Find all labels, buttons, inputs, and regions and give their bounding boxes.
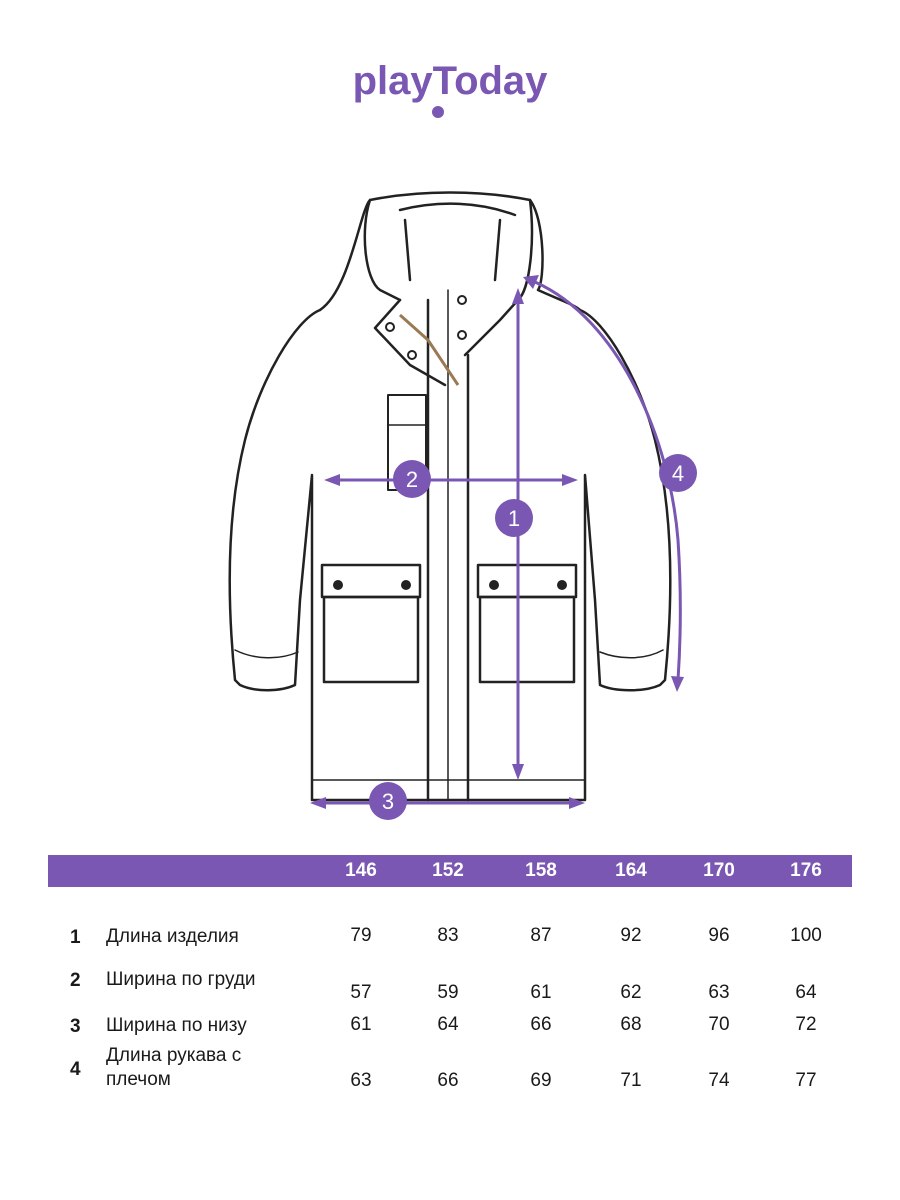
row-label: Ширина по груди — [106, 969, 256, 990]
table-cell: 61 — [530, 982, 552, 1003]
row-number: 1 — [70, 927, 81, 948]
table-cell: 69 — [530, 1070, 552, 1091]
marker-2: 2 — [393, 460, 431, 498]
table-cell: 83 — [437, 925, 459, 946]
marker-3: 3 — [369, 782, 407, 820]
size-header-158: 158 — [525, 860, 557, 881]
table-cell: 66 — [437, 1070, 459, 1091]
marker-3-label: 3 — [382, 789, 394, 814]
table-cell: 70 — [708, 1014, 730, 1035]
table-cell: 71 — [620, 1070, 642, 1091]
marker-4: 4 — [659, 454, 697, 492]
size-header-170: 170 — [703, 860, 735, 881]
table-cell: 87 — [530, 925, 552, 946]
table-cell: 79 — [350, 925, 372, 946]
row-label: Ширина по низу — [106, 1015, 247, 1036]
jacket-diagram: 1 2 3 4 — [200, 180, 720, 830]
table-cell: 100 — [790, 925, 822, 946]
size-header-152: 152 — [432, 860, 464, 881]
size-table: 146 152 158 164 170 176 1 Длина изделия … — [48, 855, 852, 1091]
table-cell: 63 — [350, 1070, 372, 1091]
marker-4-label: 4 — [672, 461, 684, 486]
table-cell: 64 — [795, 982, 817, 1003]
table-cell: 64 — [437, 1014, 459, 1035]
table-cell: 92 — [620, 925, 642, 946]
table-cell: 63 — [708, 982, 730, 1003]
table-cell: 77 — [795, 1070, 817, 1091]
table-cell: 74 — [708, 1070, 730, 1091]
table-cell: 68 — [620, 1014, 642, 1035]
marker-1-label: 1 — [508, 506, 520, 531]
table-cell: 72 — [795, 1014, 817, 1035]
size-header-146: 146 — [345, 860, 377, 881]
size-table-header: 146 152 158 164 170 176 — [48, 855, 852, 887]
row-label: Длина рукава с плечом — [106, 1045, 242, 1090]
table-cell: 66 — [530, 1014, 552, 1035]
brand-logo: playToday — [330, 52, 570, 124]
table-cell: 59 — [437, 982, 459, 1003]
table-cell: 57 — [350, 982, 372, 1003]
table-cell: 62 — [620, 982, 642, 1003]
size-header-176: 176 — [790, 860, 822, 881]
table-cell: 61 — [350, 1014, 372, 1035]
row-number: 2 — [70, 970, 81, 991]
marker-1: 1 — [495, 499, 533, 537]
marker-2-label: 2 — [406, 467, 418, 492]
row-label: Длина изделия — [106, 926, 239, 947]
table-cell: 96 — [708, 925, 730, 946]
row-number: 4 — [70, 1059, 81, 1080]
size-header-164: 164 — [615, 860, 647, 881]
row-number: 3 — [70, 1016, 81, 1037]
brand-logo-text: playToday — [353, 59, 549, 103]
